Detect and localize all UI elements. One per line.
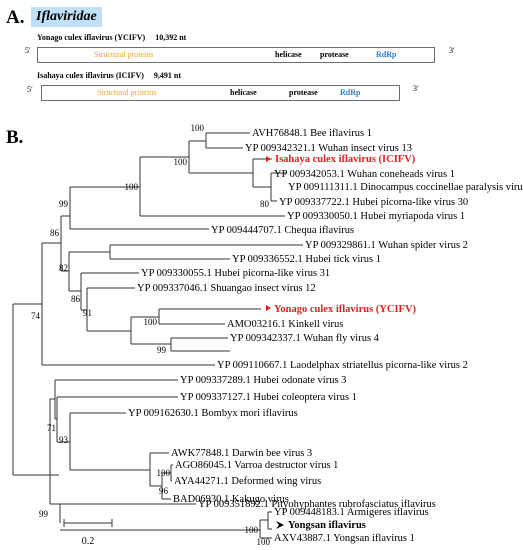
tip-label: YP 009337127.1 Hubei coleoptera virus 1 (180, 392, 357, 403)
tip-label: YP 009329861.1 Wuhan spider virus 2 (305, 240, 468, 251)
tip-label: YP 009330055.1 Hubei picorna-like virus … (141, 268, 330, 279)
tip-label: AMO03216.1 Kinkell virus (227, 319, 343, 330)
genome-1-rdrp: RdRp (376, 50, 397, 59)
tip-label: YP 009342337.1 Wuhan fly virus 4 (230, 333, 380, 344)
tip-label: YP 009336552.1 Hubei tick virus 1 (232, 254, 381, 265)
tip-label: YP 009448183.1 Armigeres iflavirus (274, 507, 429, 518)
genome-1-protease: protease (320, 50, 349, 59)
bootstrap-value: 100 (157, 468, 171, 478)
genome-2-title: Isahaya culex iflavirus (ICIFV) 9,491 nt (37, 71, 181, 80)
tip-label: BAD06930.1 Kakugo virus (173, 494, 289, 505)
family-name: Iflaviridae (31, 7, 102, 27)
tip-label: AXV43887.1 Yongsan iflavirus 1 (274, 533, 415, 544)
bootstrap-value: 93 (59, 435, 69, 445)
tip-label: YP 009351892.1 Pityohyphantes rubrofasci… (198, 499, 436, 510)
tip-label: YP 009342053.1 Wuhan coneheads virus 1 (274, 169, 455, 180)
tip-label: AVH76848.1 Bee iflavirus 1 (252, 128, 372, 139)
tip-label: YP 009337046.1 Shuangao insect virus 12 (137, 283, 316, 294)
tip-label: AGO86045.1 Varroa destructor virus 1 (175, 460, 338, 471)
bootstrap-value: 99 (157, 345, 167, 355)
genome-1-structural-proteins: Structural proteins (94, 50, 154, 59)
tip-label: YP 009111311.1 Dinocampus coccinellae pa… (288, 182, 523, 193)
genome-2-structural-proteins: Structural proteins (97, 88, 157, 97)
genome-1-name: Yonago culex iflavirus (YCIFV) (37, 33, 146, 42)
tip-labels: AVH76848.1 Bee iflavirus 1 YP 009342321.… (128, 128, 523, 544)
bootstrap-value: 100 (125, 182, 139, 192)
tip-label: Yongsan iflavirus (288, 520, 366, 531)
tip-label: YP 009110667.1 Laodelphax striatellus pi… (217, 360, 468, 371)
genome-2-helicase: helicase (230, 88, 257, 97)
bootstrap-value: 86 (50, 228, 60, 238)
tip-label: YP 009330050.1 Hubei myriapoda virus 1 (287, 211, 465, 222)
bootstrap-value: 74 (31, 311, 41, 321)
bootstrap-value: 91 (83, 308, 92, 318)
tree-branches (12, 132, 303, 539)
bootstrap-values: 100 100 100 80 99 86 82 86 91 100 99 74 … (31, 123, 271, 547)
tip-label: YP 009162630.1 Bombyx mori iflavirus (128, 408, 298, 419)
red-marker-icon (266, 156, 271, 162)
tip-label: YP 009342321.1 Wuhan insect virus 13 (245, 143, 412, 154)
red-marker-icon (266, 305, 271, 311)
scale-bar-label: 0.2 (82, 536, 95, 547)
genome-1-title: Yonago culex iflavirus (YCIFV) 10,392 nt (37, 33, 186, 42)
tip-label: YP 009337722.1 Hubei picorna-like virus … (279, 197, 468, 208)
genome-1-length: 10,392 nt (155, 33, 187, 42)
bootstrap-value: 100 (257, 537, 271, 547)
genome-1-5prime: 5′ (25, 46, 31, 55)
bootstrap-value: 71 (47, 423, 56, 433)
genome-1-3prime: 3′ (449, 46, 455, 55)
panel-b-label: B. (6, 127, 24, 148)
bootstrap-value: 100 (144, 317, 158, 327)
bootstrap-value: 100 (245, 525, 259, 535)
genome-2-rdrp: RdRp (340, 88, 361, 97)
genome-1-bar: Structural proteins helicase protease Rd… (37, 47, 435, 63)
genome-2-name: Isahaya culex iflavirus (ICIFV) (37, 71, 144, 80)
tip-label: AYA44271.1 Deformed wing virus (174, 476, 321, 487)
tip-label: Yonago culex iflavirus (YCIFV) (274, 304, 417, 315)
tip-label: YP 009444707.1 Chequa iflavirus (211, 225, 354, 236)
bootstrap-value: 80 (260, 199, 270, 209)
genome-2-length: 9,491 nt (153, 71, 182, 80)
bootstrap-value: 100 (191, 123, 205, 133)
bootstrap-value: 99 (59, 199, 69, 209)
genome-2-5prime: 5′ (27, 85, 33, 94)
tip-label: YP 009337289.1 Hubei odonate virus 3 (180, 375, 346, 386)
genome-2-bar: Structural proteins helicase protease Rd… (41, 85, 400, 101)
arrow-marker-icon (276, 521, 284, 529)
bootstrap-value: 99 (39, 509, 49, 519)
genome-2-3prime: 3′ (413, 84, 419, 93)
genome-2-protease: protease (289, 88, 318, 97)
tip-label: Isahaya culex iflavirus (ICIFV) (275, 154, 416, 165)
scale-bar (63, 519, 113, 527)
bootstrap-value: 82 (59, 263, 68, 273)
genome-1-helicase: helicase (275, 50, 302, 59)
bootstrap-value: 96 (159, 486, 169, 496)
tip-label: AWK77848.1 Darwin bee virus 3 (171, 448, 312, 459)
panel-a-label: A. (6, 7, 25, 28)
bootstrap-value: 86 (71, 294, 81, 304)
bootstrap-value: 100 (174, 157, 188, 167)
